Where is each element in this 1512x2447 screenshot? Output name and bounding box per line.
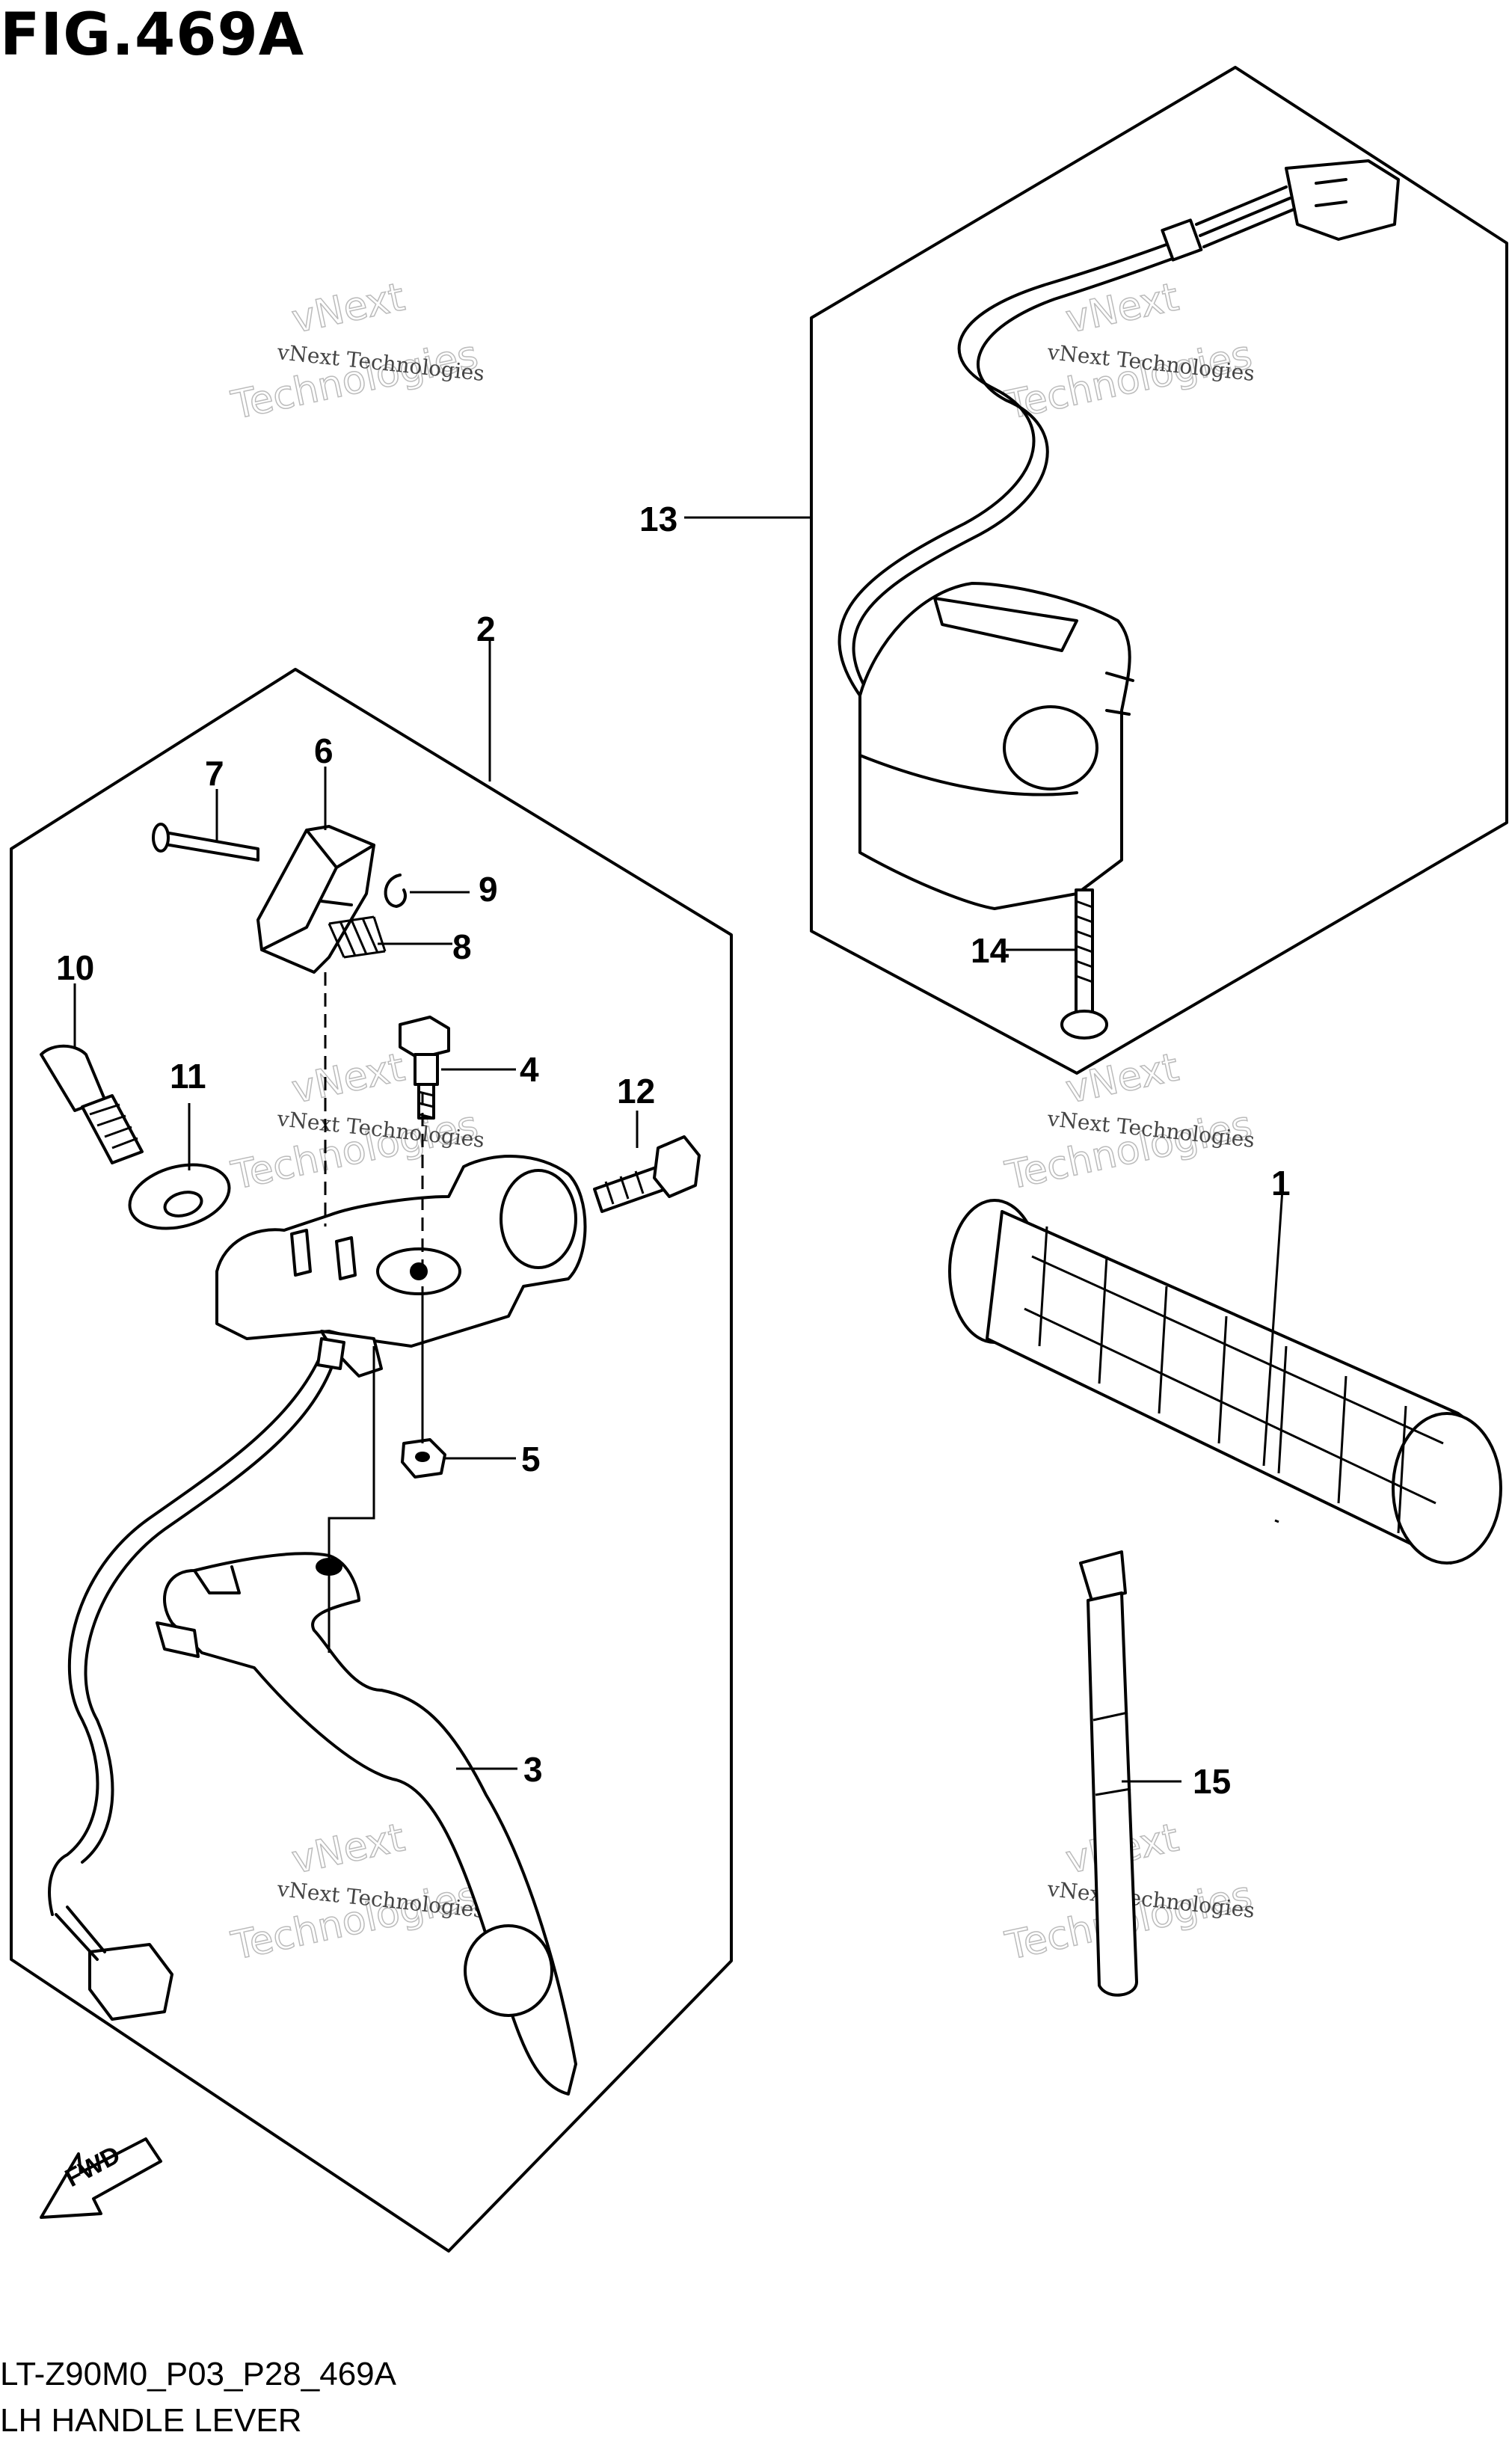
switch-housing-part: [838, 159, 1400, 910]
screw-14-part: [1060, 888, 1108, 1040]
assembly-2-outline: [10, 668, 733, 2253]
adjuster-10-part: [40, 1044, 144, 1164]
watermark-middle-left: vNext Technologies vNext Technologies: [227, 1045, 486, 1200]
callout-3: 3: [523, 1750, 543, 1789]
callout-1: 1: [1271, 1164, 1291, 1203]
callout-9: 9: [479, 870, 498, 909]
callout-7: 7: [205, 754, 224, 793]
locknut-11-part: [128, 1163, 231, 1230]
watermark-bottom-left: vNext Technologies vNext Technologies: [227, 1815, 486, 1970]
lever-switch-wire: [48, 1337, 345, 2021]
callout-2: 2: [476, 610, 496, 648]
svg-text:vNext: vNext: [288, 1045, 408, 1112]
diagram-caption: LH HANDLE LEVER: [0, 2402, 302, 2439]
callout-5: 5: [521, 1440, 541, 1479]
clutch-lever-part: [156, 1552, 577, 2096]
watermark-top-left: vNext Technologies vNext Technologies: [227, 274, 486, 429]
callout-8: 8: [452, 927, 472, 966]
callout-11: 11: [170, 1057, 206, 1096]
callout-12: 12: [617, 1072, 655, 1111]
assembly-guide-lines: [324, 972, 424, 1653]
pin-7-part: [152, 823, 259, 862]
fwd-arrow-icon: FWD: [40, 2137, 162, 2219]
svg-text:vNext: vNext: [1062, 274, 1182, 342]
svg-text:vNext: vNext: [288, 274, 408, 342]
callout-13: 13: [639, 500, 677, 538]
switch-6-part: [256, 825, 375, 974]
assembly-13-outline: [810, 66, 1508, 1075]
figure-title: FIG.469A: [0, 1, 305, 69]
callout-labels: 1 2 3 4 5 6 7 8 9 10 11 12 13 14 15: [56, 500, 1291, 1801]
diagram-code: LT-Z90M0_P03_P28_469A: [0, 2356, 396, 2392]
bolt-12-part: [593, 1135, 701, 1213]
watermark-middle-right: vNext Technologies vNext Technologies: [1001, 1045, 1257, 1200]
grip-part: [948, 1199, 1502, 1565]
cable-tie-part: [1079, 1550, 1138, 1997]
spring-8-part: [328, 915, 387, 959]
watermark-top-right: vNext Technologies vNext Technologies: [1001, 274, 1257, 429]
callout-10: 10: [56, 948, 94, 987]
leader-lines: [73, 516, 1284, 1783]
svg-text:vNext: vNext: [1062, 1045, 1182, 1112]
bolt-4-part: [399, 1016, 450, 1120]
callout-4: 4: [520, 1050, 539, 1089]
nut-5-part: [401, 1438, 446, 1479]
clip-9-part: [384, 874, 407, 908]
callout-15: 15: [1193, 1762, 1231, 1801]
svg-text:vNext: vNext: [288, 1815, 408, 1882]
callout-14: 14: [971, 931, 1009, 970]
callout-6: 6: [314, 731, 334, 770]
